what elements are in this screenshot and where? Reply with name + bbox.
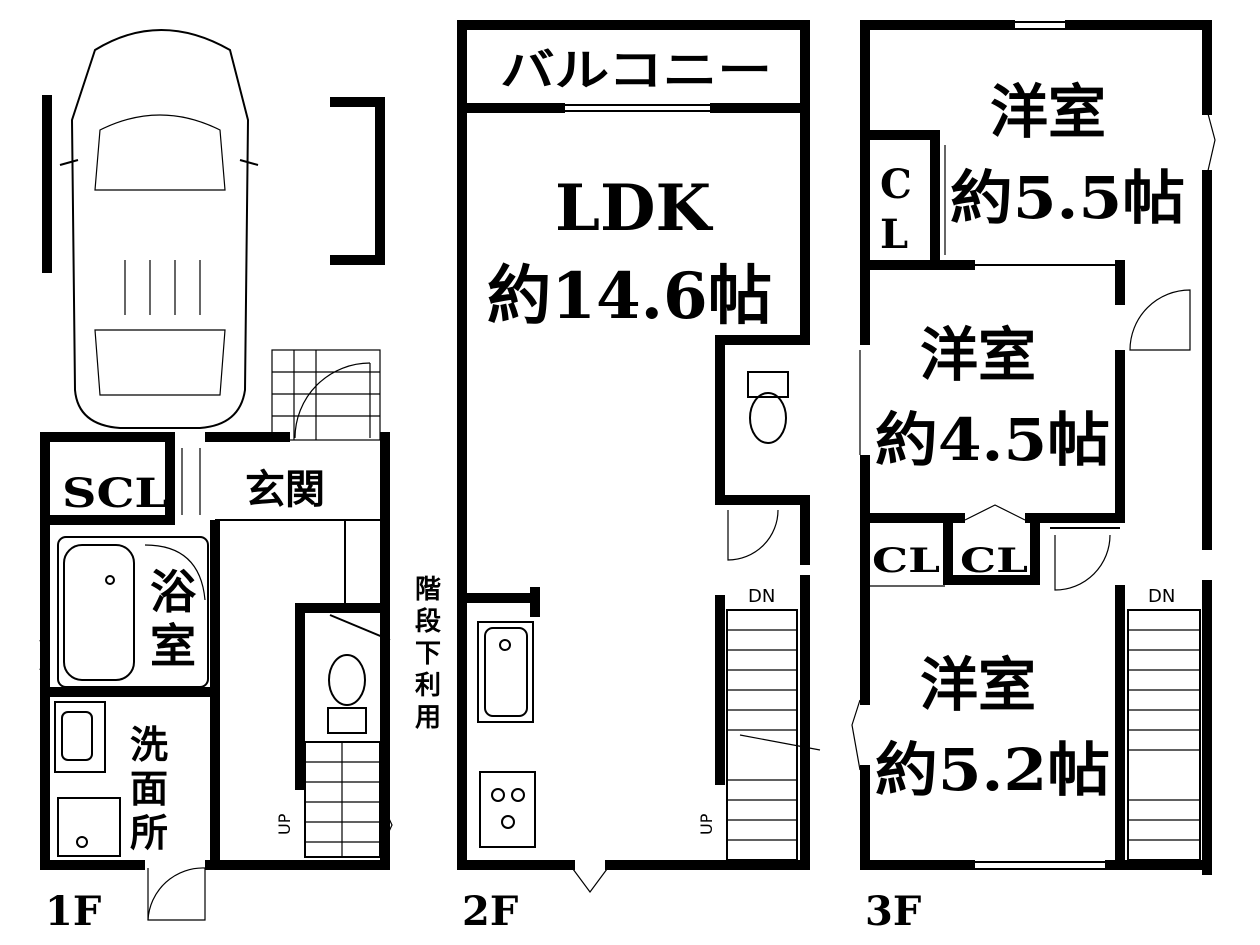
stairs-down-3f: DN [1148, 586, 1175, 607]
floor-2f: バルコニー LDK 約14.6帖 DN UP 2F [457, 20, 821, 935]
ldk-size-label: 約14.6帖 [487, 259, 772, 334]
floor-label-2f: 2F [462, 888, 518, 935]
toilet-icon [327, 654, 367, 734]
closet-a-label-2: L [880, 211, 908, 258]
balcony-label: バルコニー [500, 45, 772, 96]
floor-label-3f: 3F [865, 888, 921, 935]
kitchen-sink-icon [477, 621, 534, 723]
toilet-icon [747, 371, 789, 444]
stairs-1f [304, 741, 381, 858]
washroom-label-3: 所 [130, 810, 168, 855]
floor-label-1f: 1F [45, 888, 101, 935]
room-c-name-label: 洋室 [920, 651, 1036, 719]
ldk-name-label: LDK [555, 171, 714, 246]
under-stairs-label-1: 階 [415, 575, 441, 605]
stairs-up-1f: UP [275, 813, 294, 835]
room-c-size-label: 約5.2帖 [875, 736, 1110, 804]
bathtub-icon [57, 536, 209, 688]
under-stairs-label-4: 利 [415, 671, 441, 701]
room-b-size-label: 約4.5帖 [875, 406, 1110, 474]
stove-icon [479, 771, 536, 848]
under-stairs-label-2: 段 [415, 606, 441, 637]
scl-label: SCL [62, 470, 168, 517]
room-a-name-label: 洋室 [990, 78, 1106, 146]
car-icon [59, 29, 259, 429]
laundry-pan-icon [57, 797, 121, 857]
stairs-2f [726, 609, 821, 861]
under-stairs-label-3: 下 [415, 639, 441, 669]
closet-c-label: CL [960, 541, 1028, 581]
under-stairs-label-5: 用 [415, 703, 441, 733]
entrance-label: 玄関 [245, 466, 325, 513]
floor-1f: SCL 玄関 浴 室 洗 面 所 階 段 下 利 用 UP 1F [39, 29, 441, 935]
stairs-down-2f: DN [748, 586, 775, 607]
washbasin-icon [54, 701, 106, 773]
bath-label-2: 室 [150, 619, 196, 673]
closet-b-label: CL [872, 541, 940, 581]
washroom-label-1: 洗 [130, 722, 168, 767]
stairs-3f [1127, 609, 1201, 861]
room-a-size-label: 約5.5帖 [950, 164, 1185, 232]
washroom-label-2: 面 [130, 766, 168, 811]
bath-label-1: 浴 [150, 565, 197, 619]
stairs-up-2f: UP [697, 813, 716, 835]
porch-tiles [271, 349, 381, 441]
floor-3f: 洋室 約5.5帖 C L 洋室 約4.5帖 CL CL 洋室 約5.2帖 DN … [851, 20, 1216, 935]
closet-a-label-1: C [880, 161, 912, 208]
room-b-name-label: 洋室 [920, 321, 1036, 389]
